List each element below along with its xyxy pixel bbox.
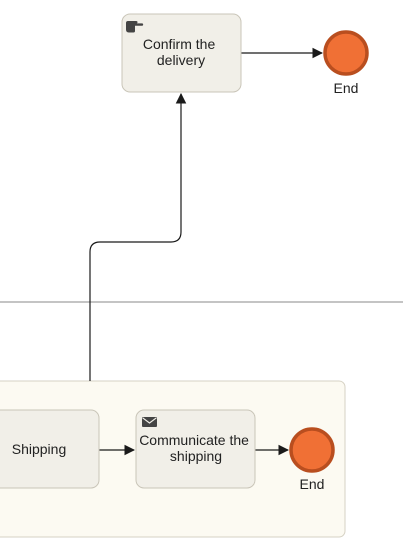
svg-text:Communicate the shipping: Communicate the shipping (139, 432, 253, 464)
task-confirm-delivery[interactable]: Confirm the delivery (121, 13, 242, 93)
svg-text:Shipping: Shipping (12, 441, 67, 457)
task-confirm-delivery-label-line1: Confirm the (143, 36, 216, 52)
svg-text:Confirm the delivery: Confirm the delivery (143, 36, 219, 68)
end-event-top[interactable] (323, 30, 369, 76)
task-confirm-delivery-label-line2: delivery (157, 52, 205, 68)
task-communicate-shipping-label-line2: shipping (170, 448, 222, 464)
hand-pointing-icon (126, 21, 144, 33)
end-event-bottom-label: End (300, 476, 325, 492)
end-event-top-label: End (334, 80, 359, 96)
envelope-icon (142, 417, 157, 427)
end-event-bottom[interactable] (289, 427, 335, 473)
task-shipping-label: Shipping (12, 441, 67, 457)
task-communicate-shipping[interactable]: Communicate the shipping (135, 409, 256, 489)
task-shipping[interactable]: Shipping (0, 409, 100, 489)
sequence-flow-subprocess-to-confirm[interactable] (89, 92, 187, 381)
task-communicate-shipping-label-line1: Communicate the (139, 432, 249, 448)
